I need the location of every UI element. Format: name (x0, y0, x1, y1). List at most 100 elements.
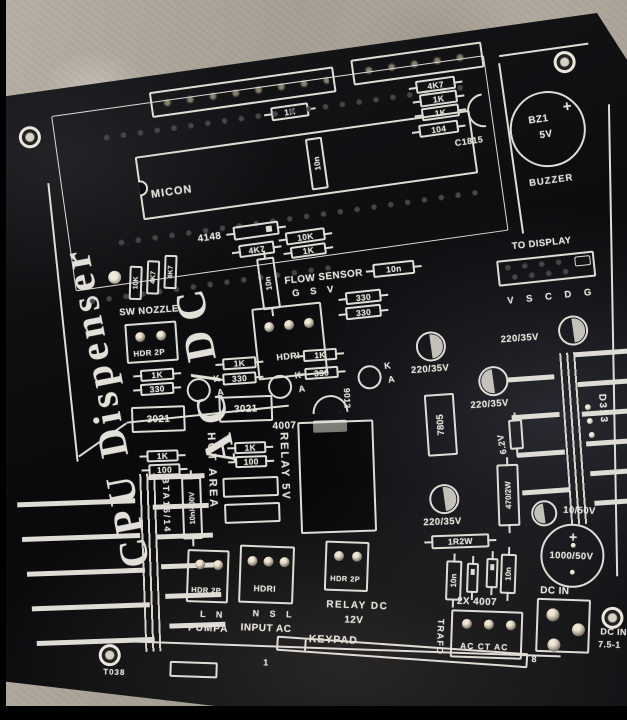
resistor-4k7-tilt1-label: 4K7 (149, 270, 157, 284)
hdr-pad (283, 319, 295, 331)
resistor-1k-c: 1K (302, 347, 338, 363)
resistor-330-a: 330 (139, 381, 175, 397)
heatsink-fin (156, 532, 213, 540)
display-key-notch (574, 254, 592, 267)
hdr-pad (279, 556, 290, 568)
input-label: INPUT AC (240, 622, 292, 636)
letterbox-bottom (0, 706, 627, 720)
regulator-7805-outline: 7805 (423, 392, 459, 457)
heatsink-fin (522, 487, 571, 496)
flow-sensor-pins: G S V (291, 283, 338, 300)
led-3-k: K (383, 360, 392, 372)
keypad-pin1: 1 (263, 657, 269, 668)
cap-220-3-label: 220/35V (470, 397, 510, 412)
transistor-d313-label: D313 (596, 393, 610, 424)
resistor-470-2w-label: 470/2W (503, 481, 514, 510)
led-3-a: A (387, 373, 396, 385)
resistor-1k-b: 1K (222, 356, 257, 371)
resistor-330-2: 330 (344, 303, 383, 321)
hdr2p-nozzle: HDR 2P (124, 320, 179, 365)
resistor-1r2w: 1R2W (431, 533, 490, 550)
opto-3021-1: 3021 (130, 405, 186, 434)
to-display-label: TO DISPLAY (511, 234, 573, 253)
cap-220-2 (556, 313, 591, 348)
transistor-9012-label: 9012 (341, 387, 353, 409)
d313-pin (586, 417, 594, 425)
border-top-right (499, 42, 589, 58)
relay-contact-1 (222, 475, 280, 498)
heatsink-fin (31, 602, 150, 612)
diode-band (490, 564, 495, 571)
cap-10-50-label: 10/50V (563, 504, 596, 517)
hdr-pad (263, 321, 275, 333)
hdr-pad (333, 550, 345, 562)
hdr-pad (247, 555, 258, 567)
keypad-divider (304, 639, 307, 651)
hdr-pad (263, 556, 274, 567)
hdr-pad (303, 317, 315, 329)
relay-outline (297, 419, 378, 535)
zener-label: 6.2V (495, 433, 509, 456)
resistor-1k-a: 1K (139, 367, 175, 382)
cap-220-1 (413, 329, 448, 364)
resistor-10k-tilt-label: 10K (131, 276, 140, 290)
heatsink-fin (573, 345, 627, 358)
resistor-10k-tilt: 10K (128, 265, 143, 301)
heatsink-rails-left (139, 473, 162, 652)
heatsink-fin (594, 494, 627, 506)
regulator-7805-label: 7805 (434, 413, 448, 436)
led-3 (356, 363, 384, 391)
heatsink-fin (577, 375, 627, 388)
cap-220-4 (427, 482, 462, 517)
d313-pin (588, 431, 596, 439)
resistor-4k7-tilt2-label: 4K7 (166, 265, 175, 279)
cap-10n-right: 10n (372, 259, 416, 279)
buzzer-volt: 5V (538, 128, 554, 142)
ic-notch (137, 179, 150, 197)
zener-body (507, 419, 525, 450)
opto-3021-2: 3021 (218, 394, 274, 423)
d313-pin (584, 403, 592, 411)
dc-in-edge-label: DC IN (600, 626, 627, 638)
rect-diode-2 (485, 557, 499, 589)
display-pin-names: V S C D G (506, 286, 597, 307)
cap-10n-a: 10n (445, 560, 463, 601)
dc-pad (546, 608, 560, 622)
pump-pins-label: L N (199, 608, 227, 620)
heatsink-fin (36, 636, 155, 647)
cap-1000-50: + 1000/50V (539, 522, 606, 589)
dc-in-label: DC IN (539, 585, 570, 598)
mount-hole-bottom-left (97, 642, 123, 668)
diode-band (470, 568, 475, 575)
cap-10n-b: 10n (499, 553, 518, 595)
relay-dc-label: RELAY DC (326, 599, 389, 613)
resistor-4k7-tilt2: 4K7 (163, 254, 178, 290)
hdr2p-pump: HDR 2P (185, 549, 230, 604)
resistor-330-c: 330 (304, 365, 339, 381)
hdri-input: HDRI (238, 544, 296, 605)
trafo-pad (483, 619, 495, 630)
buzzer-label: BUZZER (528, 172, 575, 190)
pump-label: PUMPA (187, 622, 229, 635)
heatsink-fin (506, 374, 555, 383)
dc-range-label: 7.5-1 (597, 639, 621, 650)
hdr-pad (155, 330, 167, 341)
cap-220-1-label: 220/35V (410, 362, 450, 377)
mount-hole-top-left (17, 124, 43, 150)
resistor-4k7-tilt1: 4K7 (146, 260, 161, 295)
keypad-pin8: 8 (531, 654, 538, 665)
resistor-330-b: 330 (222, 371, 257, 386)
flow-cap-box: 10n (256, 256, 282, 311)
hdr-pad (134, 331, 146, 343)
heatsink-fin (590, 464, 627, 477)
heatsink-fin (26, 567, 146, 577)
cap-10n-b-label: 10n (503, 566, 514, 581)
resistor-1k-r: 1K (234, 441, 267, 455)
dc-pad (571, 623, 586, 637)
cap-1000-label: 1000/50V (549, 549, 594, 563)
cap-220-2-label: 220/35V (500, 331, 540, 346)
border-right (607, 104, 619, 577)
hdr2p-relay: HDR 2P (323, 540, 370, 593)
corner-mark: T038 (103, 667, 126, 678)
